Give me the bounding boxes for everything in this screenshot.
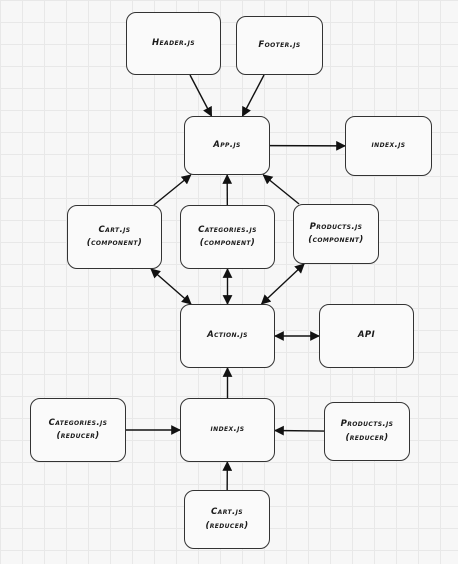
cart-component-label: Cart.js (component): [86, 224, 143, 248]
connector-cart-component-to-app: [153, 174, 192, 206]
cart-component-node[interactable]: Cart.js (component): [67, 205, 162, 269]
categories-reducer-label: Categories.js (reducer): [48, 417, 108, 441]
categories-component-label: Categories.js (component): [198, 224, 257, 248]
app-js-node[interactable]: App.js: [184, 116, 270, 175]
footer-js-label: Footer.js: [258, 39, 301, 50]
header-js-node[interactable]: Header.js: [126, 12, 221, 75]
index-js-entry-label: index.js: [371, 140, 406, 151]
index-js-entry-node[interactable]: index.js: [345, 116, 432, 176]
header-js-label: Header.js: [152, 37, 195, 48]
connector-header-to-app: [189, 74, 213, 117]
connector-products-component-to-action: [260, 263, 305, 305]
action-js-label: Action.js: [207, 330, 248, 341]
connector-products-component-to-app: [262, 174, 300, 205]
products-reducer-node[interactable]: Products.js (reducer): [324, 402, 410, 461]
products-component-node[interactable]: Products.js (component): [293, 204, 379, 264]
index-js-store-node[interactable]: index.js: [180, 398, 275, 462]
connector-footer-to-app: [241, 74, 265, 117]
products-component-label: Products.js (component): [308, 221, 364, 245]
index-js-store-label: index.js: [210, 424, 245, 435]
connector-cart-component-to-action: [150, 268, 192, 305]
categories-component-node[interactable]: Categories.js (component): [180, 205, 275, 269]
categories-reducer-node[interactable]: Categories.js (reducer): [30, 398, 126, 462]
api-node[interactable]: API: [319, 304, 414, 368]
footer-js-node[interactable]: Footer.js: [236, 16, 323, 75]
cart-reducer-node[interactable]: Cart.js (reducer): [184, 490, 270, 549]
app-js-label: App.js: [213, 139, 241, 150]
cart-reducer-label: Cart.js (reducer): [205, 507, 249, 531]
connector-products-reducer-to-index-store: [274, 425, 325, 436]
api-label: API: [357, 330, 376, 341]
action-js-node[interactable]: Action.js: [180, 304, 275, 368]
products-reducer-label: Products.js (reducer): [340, 419, 394, 443]
